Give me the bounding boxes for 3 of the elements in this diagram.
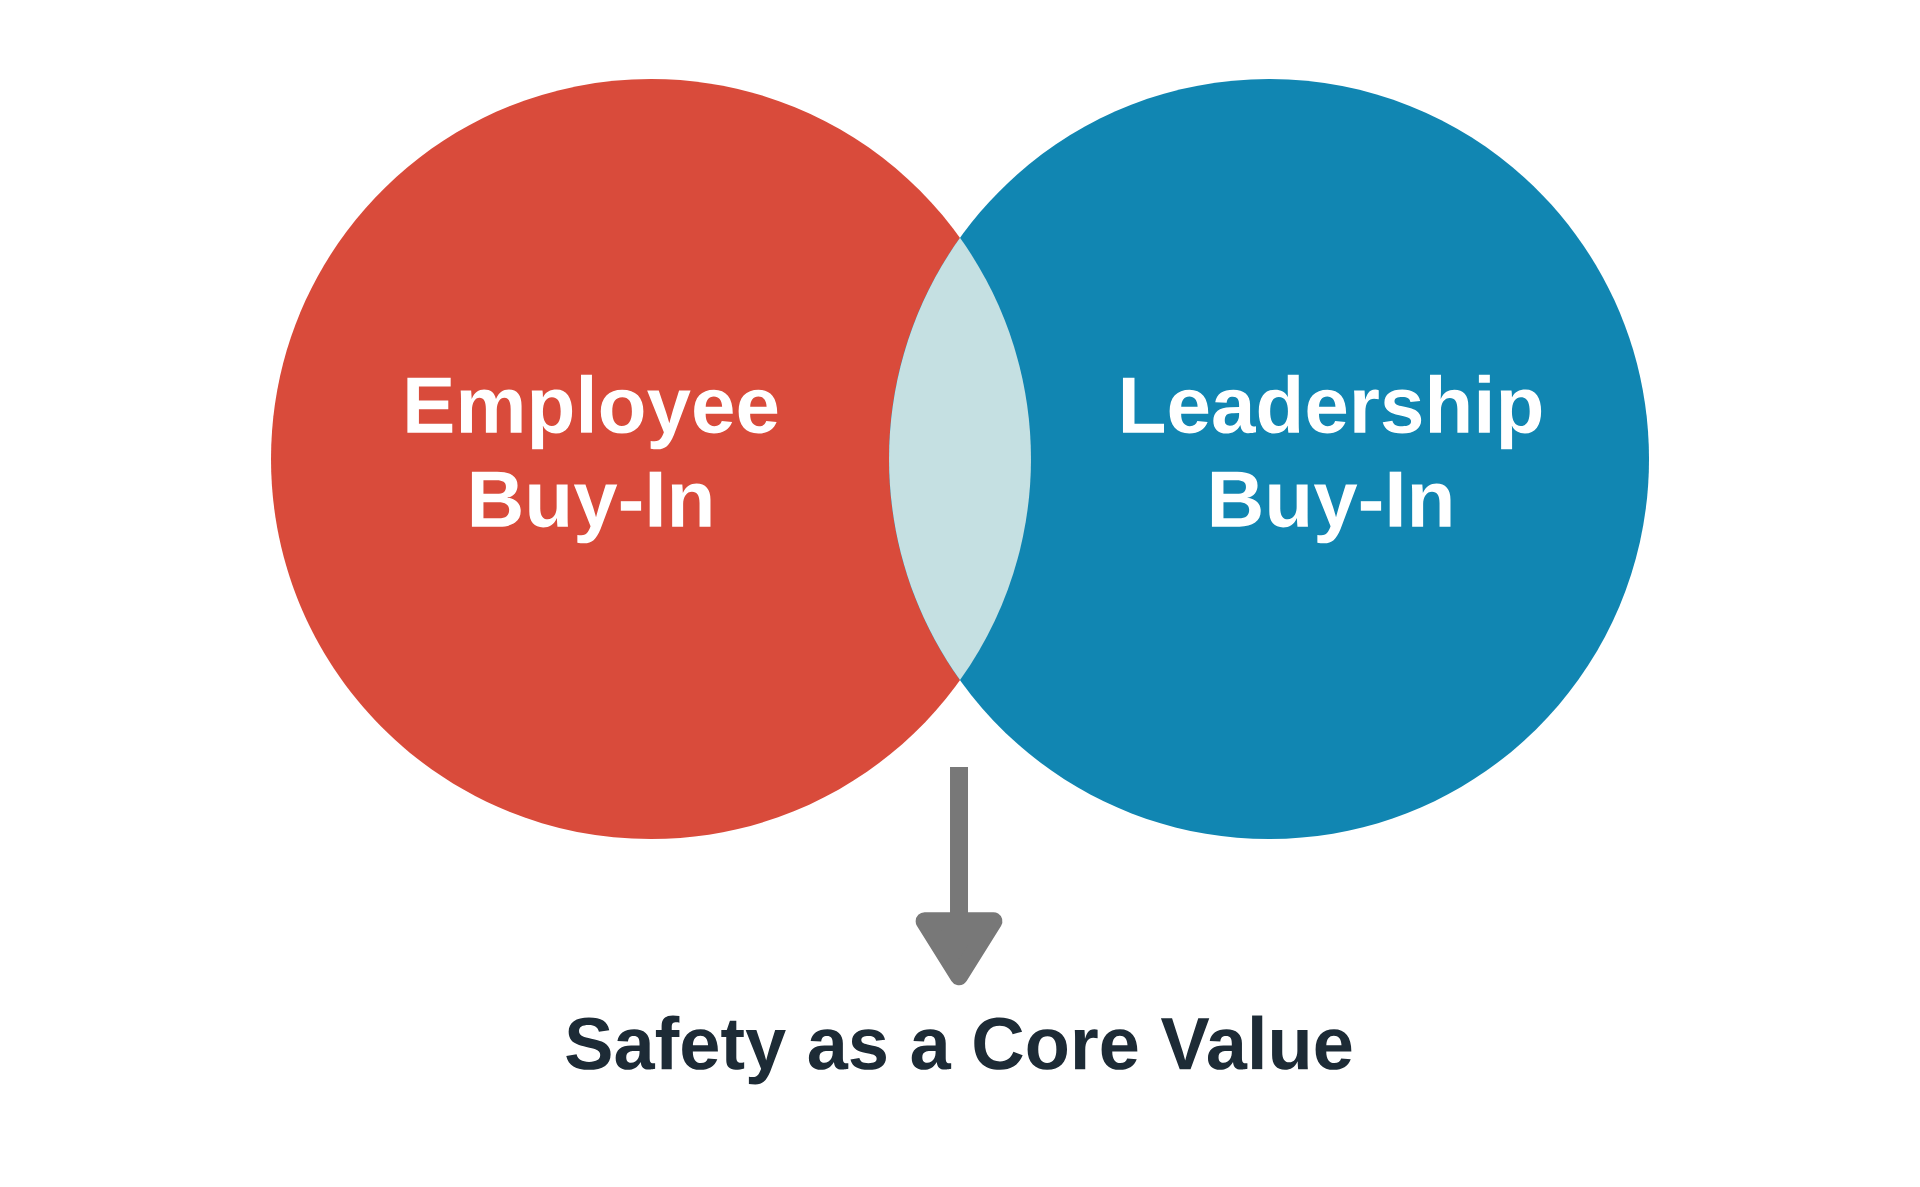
arrow	[915, 767, 1003, 986]
result-text: Safety as a Core Value	[566, 1015, 1352, 1085]
overlap-lens	[889, 237, 1031, 681]
